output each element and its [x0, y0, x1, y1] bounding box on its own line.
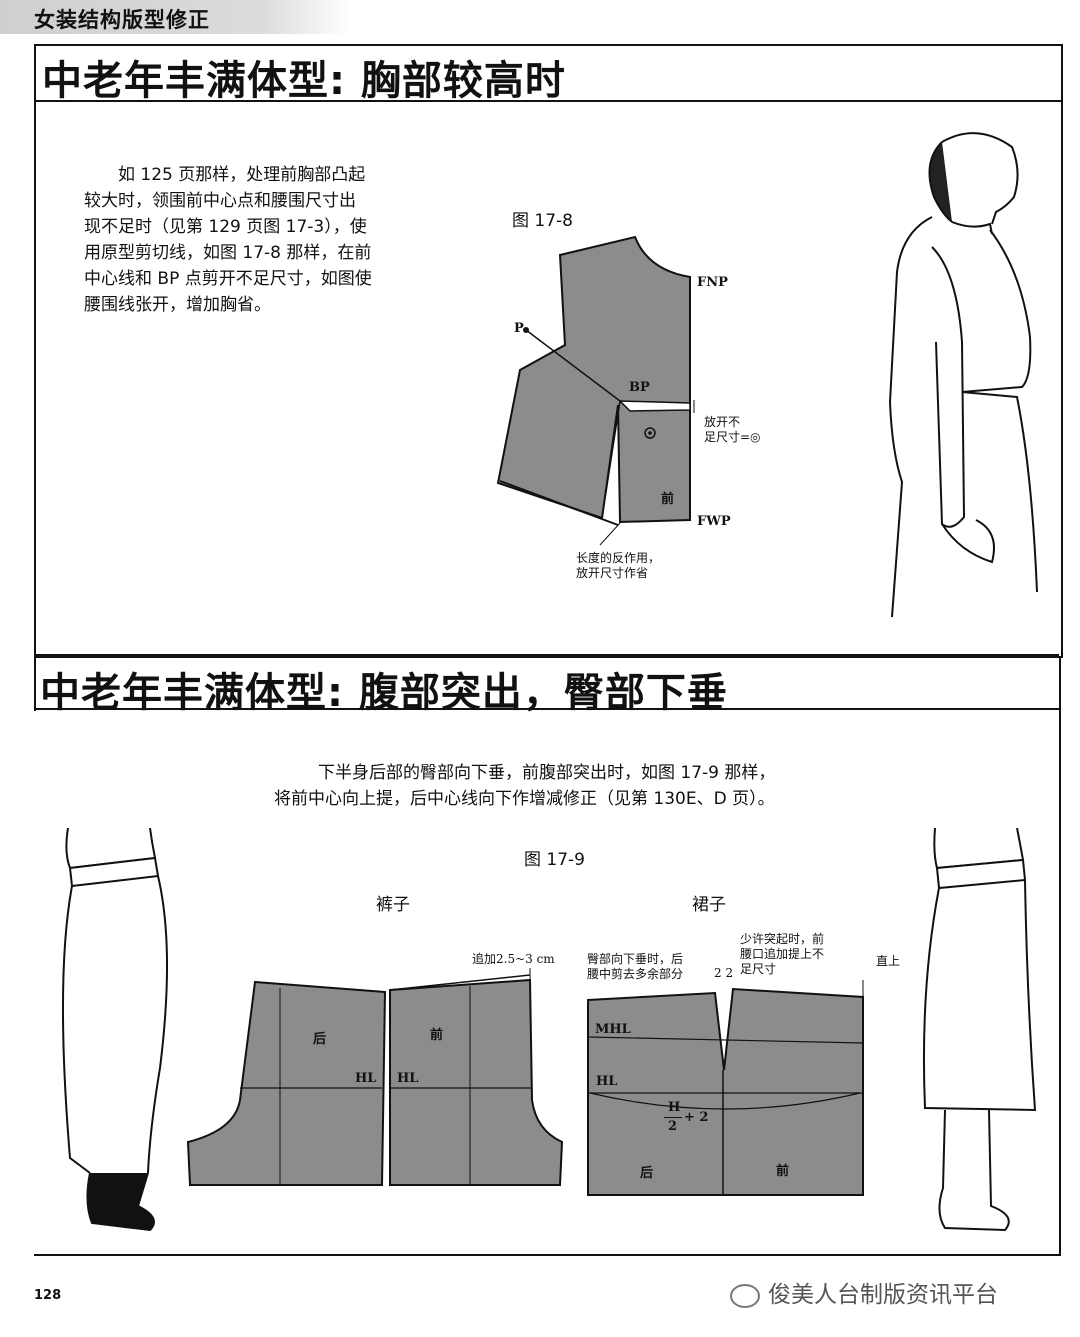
pants-front-label: 前 [430, 1028, 444, 1043]
skirt-twos: 2 2 [714, 966, 734, 980]
skirt-mhl-label: MHL [595, 1022, 631, 1037]
body-line: 下半身后部的臀部向下垂，前腹部突出时，如图 17-9 那样， [318, 763, 776, 783]
section2-bottom-rule [34, 1254, 1061, 1256]
skirt-note-right-line1: 少许突起时，前 [740, 932, 825, 946]
skirt-back-label: 后 [640, 1166, 654, 1181]
skirt-h-denominator: 2 [668, 1119, 678, 1134]
section1-body: 如 125 页那样，处理前胸部凸起 较大时，领围前中心点和腰围尺寸出 现不足时（… [84, 162, 444, 318]
skirt-title: 裙子 [692, 895, 726, 915]
section1-frame [34, 44, 1063, 658]
figure-17-9-label: 图 17-9 [524, 850, 585, 870]
skirt-straight-up: 直上 [876, 954, 901, 968]
body-line: 现不足时（见第 129 页图 17-3），使 [84, 217, 367, 237]
body-line: 较大时，领围前中心点和腰围尺寸出 [84, 191, 356, 211]
skirt-pattern [587, 980, 864, 1196]
figure-17-8-label: 图 17-8 [512, 211, 573, 231]
skirt-hl-label: HL [596, 1074, 618, 1089]
woman-trousers-illustration [61, 828, 168, 1232]
pants-title: 裤子 [376, 895, 410, 915]
book-title: 女装结构版型修正 [34, 8, 210, 32]
woman-skirt-illustration [922, 828, 1037, 1232]
pants-hl-right: HL [397, 1071, 419, 1086]
skirt-note-right-line3: 足尺寸 [740, 962, 777, 976]
body-line: 如 125 页那样，处理前胸部凸起 [84, 165, 366, 185]
front-label: 前 [661, 492, 675, 507]
section1-title-divider [36, 100, 1061, 102]
skirt-note-left-line2: 腰中剪去多余部分 [587, 967, 684, 981]
section2-left-rule [34, 656, 36, 711]
book-title-tab: 女装结构版型修正 [0, 0, 350, 34]
bottom-note-line1: 长度的反作用， [576, 551, 661, 565]
skirt-front-label: 前 [776, 1164, 790, 1179]
bottom-note-line2: 放开尺寸作省 [576, 566, 649, 580]
chat-bubble-icon [730, 1283, 760, 1308]
skirt-note-left-line1: 臀部向下垂时，后 [587, 952, 684, 966]
section2-right-rule [1059, 656, 1061, 1256]
bp-label: BP [629, 380, 650, 395]
pants-back-label: 后 [313, 1032, 327, 1047]
footer-brand: 俊美人台制版资讯平台 [730, 1275, 998, 1309]
body-line: 中心线和 BP 点剪开不足尺寸，如图使 [84, 269, 372, 289]
page-number: 128 [34, 1288, 62, 1303]
section2-title-divider [34, 708, 1061, 710]
body-line: 将前中心向上提，后中心线向下作增减修正（见第 130E、D 页）。 [274, 789, 775, 809]
pants-pattern [186, 968, 564, 1186]
woman-profile-illustration [888, 132, 1038, 618]
figure-17-8-bodice [496, 235, 695, 546]
footer-brand-text: 俊美人台制版资讯平台 [768, 1282, 998, 1308]
pants-hl-left: HL [355, 1071, 377, 1086]
pants-add-note: 追加2.5~3 cm [472, 952, 555, 966]
p-label: P [514, 321, 524, 336]
section1-title: 中老年丰满体型: 胸部较高时 [42, 58, 566, 104]
body-line: 腰围线张开，增加胸省。 [84, 295, 271, 315]
open-note-line1: 放开不 [704, 415, 741, 429]
section2-top-rule [34, 654, 1059, 656]
section2-body: 下半身后部的臀部向下垂，前腹部突出时，如图 17-9 那样， 将前中心向上提，后… [274, 760, 894, 812]
fnp-label: FNP [697, 275, 728, 290]
fwp-label: FWP [697, 514, 731, 529]
skirt-fraction-bar [664, 1117, 682, 1118]
open-note-line2: 足尺寸=◎ [704, 430, 761, 444]
body-line: 用原型剪切线，如图 17-8 那样，在前 [84, 243, 372, 263]
skirt-note-right-line2: 腰口追加提上不 [740, 947, 825, 961]
skirt-plus-two: + 2 [684, 1110, 709, 1125]
section2-title: 中老年丰满体型: 腹部突出，臀部下垂 [40, 670, 728, 716]
skirt-h-numerator: H [668, 1100, 681, 1115]
